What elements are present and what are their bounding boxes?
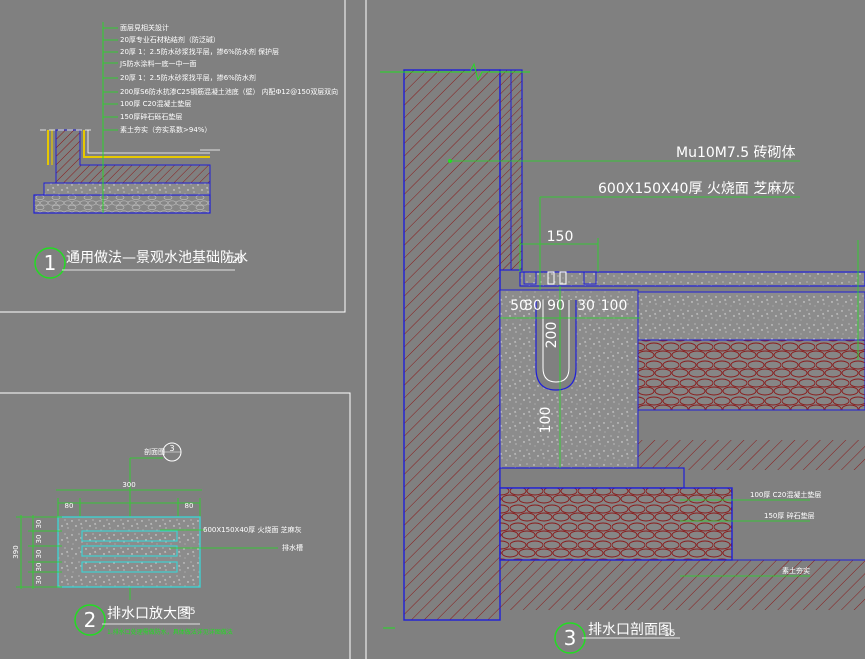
detail-1-note-3: 20厚 1：2.5防水砂浆找平层，掺6%防水剂 保护层 (120, 47, 279, 56)
detail-3-drain-section: 150 50 30 90 30 100 200 100 Mu10M7.5 砖砌体… (380, 62, 865, 654)
detail-1-number: 1 (44, 251, 57, 275)
detail-1-note-7: 100厚 C20混凝土垫层 (120, 99, 191, 108)
detail-3-soil-upper (638, 440, 865, 470)
detail-1-gravel (33, 194, 211, 214)
detail-3-number: 3 (564, 626, 577, 650)
detail-2-dim-left-4: 30 (35, 563, 43, 572)
detail-3-title: 排水口剖面图 (588, 622, 672, 638)
detail-3-brick-wall (403, 69, 501, 621)
detail-2-scale: 15 (184, 607, 195, 617)
detail-3-dim-row-5: 100 (601, 298, 628, 314)
detail-3-note-soil: 素土夯实 (782, 566, 810, 575)
detail-3-grate-1 (523, 271, 537, 285)
detail-3-grate-3 (559, 271, 567, 285)
detail-2-dim-top-2: 300 (122, 481, 135, 489)
detail-2-stone-slab (57, 516, 201, 588)
detail-1-note-5: 20厚 1：2.5防水砂浆找平层，掺6%防水剂 (120, 73, 256, 82)
detail-2-dim-left-2: 30 (35, 535, 43, 544)
detail-2-drain-plan: 3 剖面图 80 300 80 390 30 30 30 30 30 600X1… (12, 442, 303, 636)
detail-1-title-block: 1 通用做法—景观水池基础防水 120 (34, 247, 248, 279)
detail-1-notes: 面层見相关設计 20厚专业石材粘结剂（防泛碱） 20厚 1：2.5防水砂浆找平层… (103, 23, 338, 134)
detail-2-dim-top-3: 80 (185, 502, 194, 510)
detail-2-dim-top-1: 80 (65, 502, 74, 510)
detail-2-dim-left-1: 30 (35, 520, 43, 529)
detail-3-note-stone: 600X150X40厚 火烧面 芝麻灰 (598, 181, 795, 197)
detail-2-slot-1 (81, 530, 178, 542)
detail-3-dim-row-3: 90 (547, 298, 565, 314)
detail-3-soil-lower (500, 560, 865, 610)
detail-2-note-drain: 排水槽 (282, 543, 303, 552)
detail-1-note-1: 面层見相关設计 (120, 23, 169, 32)
detail-2-ref-number: 3 (169, 444, 174, 453)
detail-3-u-channel (535, 300, 577, 391)
detail-3-dim-150: 150 (547, 229, 574, 245)
detail-2-number-circle (74, 604, 106, 636)
detail-3-dim-row-2: 30 (524, 298, 542, 314)
detail-1-note-8: 150厚碎石砾石垫层 (120, 112, 182, 121)
detail-3-gravel-lower (499, 487, 733, 561)
detail-3-dim-100: 100 (538, 407, 554, 434)
detail-3-concrete-bed (637, 291, 865, 341)
detail-3-dim-200: 200 (544, 322, 560, 349)
detail-2-dim-left-3: 30 (35, 550, 43, 559)
detail-3-c20-pad (499, 467, 685, 489)
detail-1-note-2: 20厚专业石材粘结剂（防泛碱） (120, 35, 220, 44)
detail-1-waterproof-section (33, 22, 220, 214)
detail-2-subnote: 1.排水口处理需做防水，具体做法详见详图做法 (107, 628, 233, 636)
detail-1-note-4: JS防水涂料一底一中一面 (119, 59, 197, 68)
detail-3-paving-stone (519, 271, 865, 287)
detail-1-note-6: 200厚S6防水抗渗C25钢筋混凝土池底（壁） 内配Ф12@150双层双向 (120, 87, 338, 96)
detail-3-grate-2 (547, 271, 555, 285)
detail-3-dim-row-4: 30 (577, 298, 595, 314)
detail-2-ref-label: 剖面图 (144, 447, 165, 456)
detail-1-note-9: 素土夯实（夯实系数>94%） (120, 125, 211, 134)
panel-frames (0, 0, 367, 659)
detail-3-note-c20: 100厚 C20混凝土垫层 (750, 490, 821, 499)
detail-2-dim-left-5: 30 (35, 576, 43, 585)
detail-2-note-stone: 600X150X40厚 火烧面 芝麻灰 (203, 525, 302, 534)
detail-1-concrete (43, 182, 211, 196)
detail-1-scale: 120 (226, 256, 243, 266)
detail-3-dim-row-1: 50 (510, 298, 528, 314)
detail-2-slot-3 (81, 561, 178, 573)
detail-3-grate-4 (583, 271, 597, 285)
detail-1-title: 通用做法—景观水池基础防水 (66, 249, 248, 266)
detail-1-number-circle (34, 247, 66, 279)
detail-3-gravel-bed (637, 339, 865, 411)
detail-3-scale: 15 (664, 629, 675, 639)
detail-2-number: 2 (84, 608, 97, 632)
detail-2-dim-left-total: 390 (12, 545, 20, 558)
detail-3-note-wall: Mu10M7.5 砖砌体 (676, 145, 796, 161)
detail-2-title: 排水口放大图 (107, 606, 191, 622)
detail-2-slot-2 (81, 545, 178, 557)
detail-3-note-gravel: 150厚 碎石垫层 (764, 511, 815, 520)
